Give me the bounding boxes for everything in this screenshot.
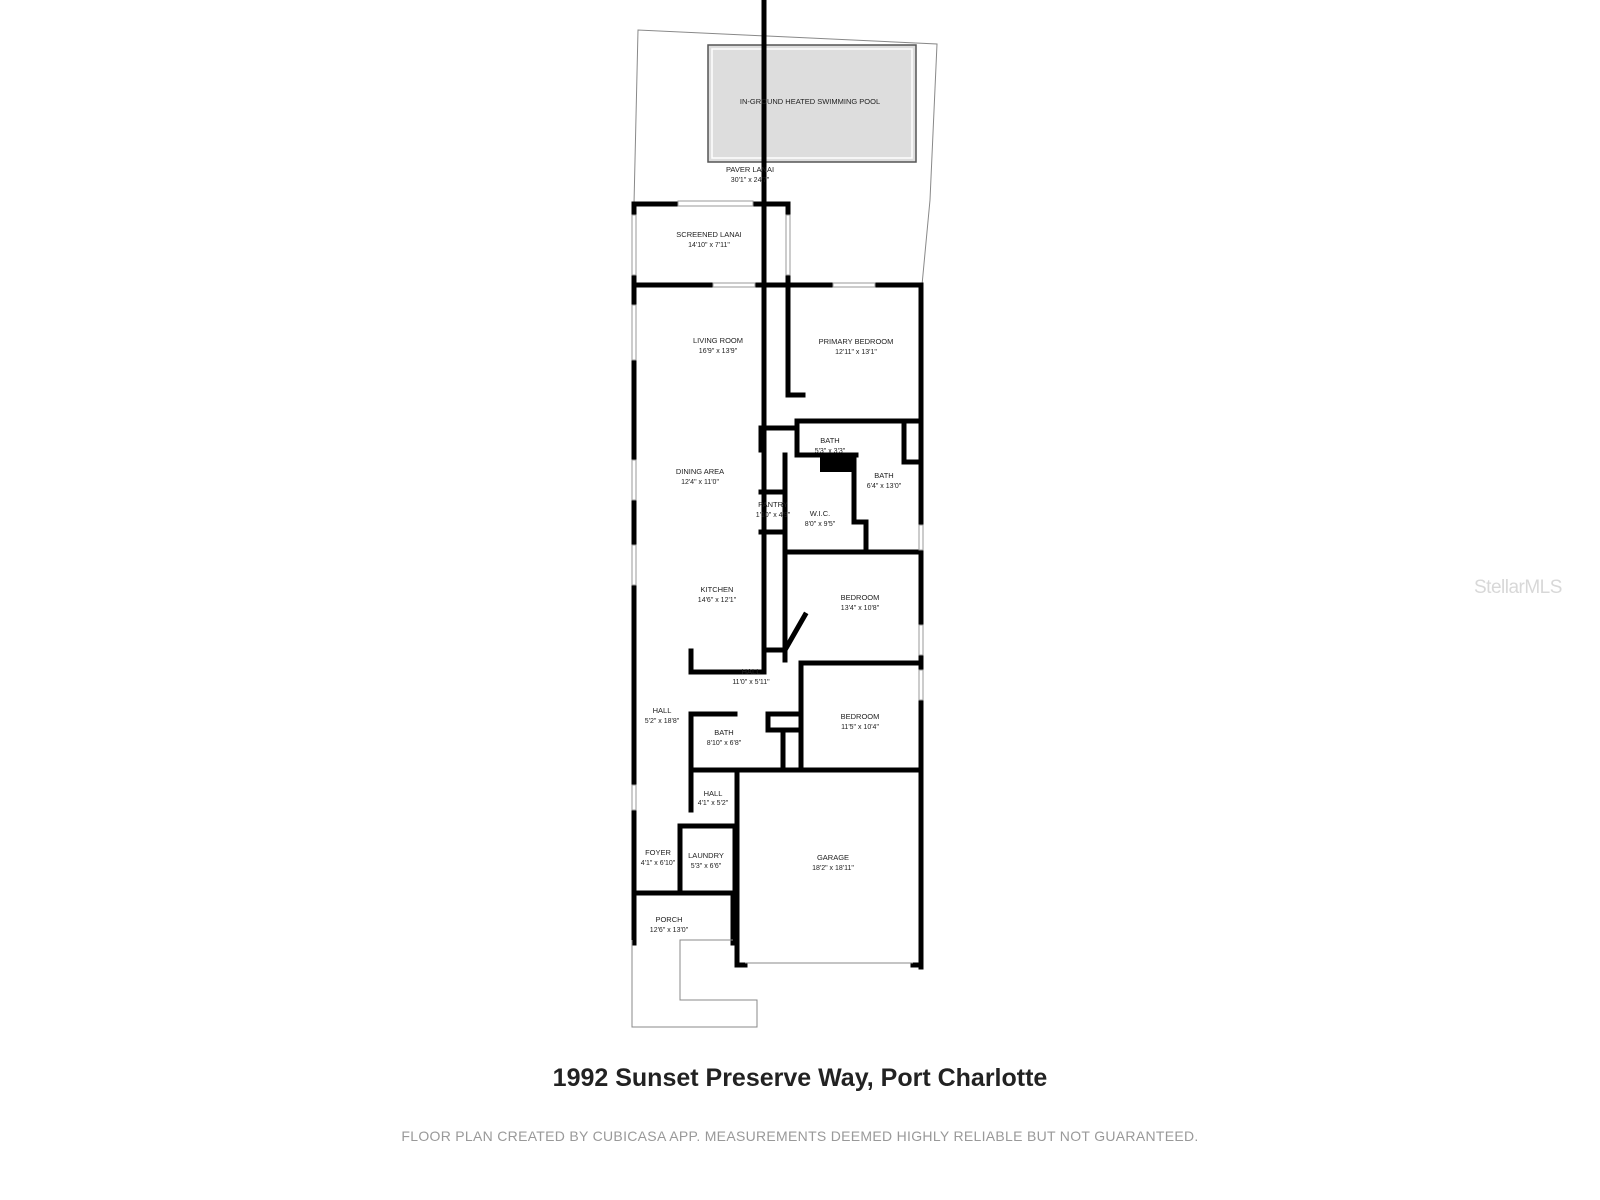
pantry-label: PANTRY — [758, 500, 788, 509]
property-address-title: 1992 Sunset Preserve Way, Port Charlotte — [552, 1064, 1048, 1092]
bath-small-dims: 5'3" x 3'3" — [815, 448, 846, 455]
garage-label: GARAGE — [817, 853, 849, 862]
bedroom-2-label: BEDROOM — [841, 712, 880, 721]
pantry-dims: 1'10" x 4'9" — [756, 512, 791, 519]
bath-small-label: BATH — [820, 436, 839, 445]
screened-lanai-label: SCREENED LANAI — [676, 230, 741, 239]
wic-dims: 8'0" x 9'5" — [805, 521, 836, 528]
porch-dims: 12'6" x 13'0" — [650, 927, 689, 934]
garage-dims: 18'2" x 18'11" — [812, 865, 854, 872]
foyer-dims: 4'1" x 6'10" — [641, 860, 676, 867]
laundry-label: LAUNDRY — [688, 851, 724, 860]
kitchen-label: KITCHEN — [701, 585, 734, 594]
porch-label: PORCH — [655, 915, 682, 924]
paver-lanai-dims: 30'1" x 24'7" — [731, 177, 770, 184]
bath-primary-label: BATH — [874, 471, 893, 480]
primary-bedroom-label: PRIMARY BEDROOM — [819, 337, 894, 346]
foyer-label: FOYER — [645, 848, 671, 857]
bath-hall-label: BATH — [714, 728, 733, 737]
bath-primary-dims: 6'4" x 13'0" — [867, 483, 902, 490]
hall-long-dims: 5'2" x 18'8" — [645, 718, 680, 725]
screened-lanai-dims: 14'10" x 7'11" — [688, 242, 730, 249]
hall-long-label: HALL — [653, 706, 672, 715]
laundry-dims: 5'3" x 6'6" — [691, 863, 722, 870]
living-room-dims: 16'9" x 13'9" — [699, 348, 738, 355]
dining-area-label: DINING AREA — [676, 467, 724, 476]
bath-hall-dims: 8'10" x 6'8" — [707, 740, 742, 747]
wic-label: W.I.C. — [810, 509, 830, 518]
hall-small-dims: 4'1" x 5'2" — [698, 800, 729, 807]
hall-small-label: HALL — [704, 789, 723, 798]
pool-label: IN-GROUND HEATED SWIMMING POOL — [740, 97, 880, 106]
watermark: StellarMLS — [1474, 577, 1562, 598]
living-room-label: LIVING ROOM — [693, 336, 743, 345]
bedroom-1-label: BEDROOM — [841, 593, 880, 602]
primary-bedroom-dims: 12'11" x 13'1" — [835, 349, 877, 356]
disclaimer: FLOOR PLAN CREATED BY CUBICASA APP. MEAS… — [401, 1128, 1199, 1144]
porch-outline — [631, 890, 758, 1028]
bedroom-2-dims: 11'5" x 10'4" — [841, 724, 879, 731]
bedroom-1-dims: 13'4" x 10'8" — [841, 605, 880, 612]
kitchen-dims: 14'6" x 12'1" — [698, 597, 737, 604]
paver-lanai-outline — [633, 29, 938, 286]
hall-center-label: HALL — [742, 667, 761, 676]
house-walls — [631, 0, 924, 970]
hall-center-dims: 11'0" x 5'11" — [732, 679, 770, 686]
paver-lanai-label: PAVER LANAI — [726, 165, 774, 174]
swimming-pool — [707, 44, 917, 163]
dining-area-dims: 12'4" x 11'0" — [681, 479, 719, 486]
